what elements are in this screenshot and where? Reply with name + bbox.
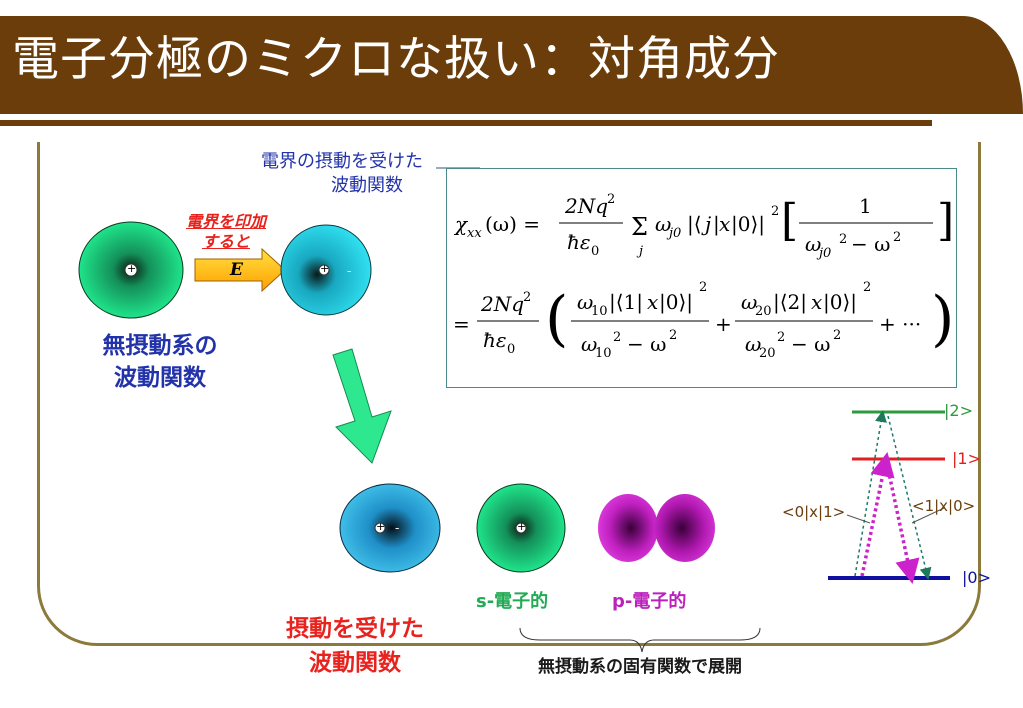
perturbed-wavefunction-label-top: 電界の摂動を受けた 波動関数 [261, 151, 423, 196]
svg-text:2: 2 [771, 204, 779, 219]
matrix-element-01: <0|x|1> [782, 503, 846, 521]
svg-text:+: + [715, 312, 732, 336]
charge-plus-2: + [320, 262, 330, 275]
charge-minus-1: - [347, 264, 352, 278]
svg-text:x: x [719, 212, 730, 236]
title-bar [0, 16, 1023, 114]
svg-text:χ: χ [453, 212, 469, 236]
svg-text:ω: ω [741, 290, 757, 314]
svg-text:Σ: Σ [631, 213, 648, 241]
level-1-label: |1> [952, 449, 981, 468]
svg-text:=: = [453, 312, 470, 336]
matrix-element-10: <1|x|0> [912, 497, 976, 515]
svg-text:|0⟩|: |0⟩| [823, 290, 857, 315]
svg-text:2Nq: 2Nq [564, 194, 608, 218]
svg-text:|⟨: |⟨ [687, 212, 702, 237]
svg-text:20: 20 [759, 346, 776, 361]
charge-minus-2: - [395, 521, 400, 535]
svg-text:(: ( [545, 284, 568, 354]
svg-text:): ) [931, 284, 954, 354]
content-frame [37, 142, 981, 646]
svg-text:2: 2 [607, 192, 615, 207]
svg-text:j0: j0 [816, 246, 831, 261]
svg-text:j: j [636, 244, 643, 259]
svg-text:ħε: ħε [567, 230, 591, 254]
field-arrow [194, 247, 286, 293]
svg-text:− ω: − ω [791, 332, 830, 356]
svg-text:2Nq: 2Nq [480, 292, 524, 316]
apply-field-label: 電界を印加 すると [185, 212, 266, 251]
svg-text:0: 0 [591, 244, 599, 259]
svg-text:20: 20 [755, 304, 772, 319]
svg-text:10: 10 [591, 304, 608, 319]
svg-text:ω: ω [745, 332, 761, 356]
svg-text:j: j [701, 212, 711, 236]
svg-text:|: | [713, 212, 720, 237]
charge-plus-3: + [376, 520, 386, 533]
equation-graphic: χ xx (ω) = 2Nq 2 ħε 0 Σ j ω j0 |⟨ j | x … [453, 192, 954, 361]
level-2-label: |2> [944, 401, 973, 420]
level-0-label: |0> [962, 568, 991, 587]
expansion-label: 無摂動系の固有関数で展開 [538, 657, 742, 677]
charge-plus-1: + [127, 262, 137, 275]
svg-text:2: 2 [523, 290, 531, 305]
charge-plus-4: + [517, 520, 527, 533]
svg-text:0: 0 [507, 342, 515, 357]
svg-text:|⟨1|: |⟨1| [609, 290, 643, 315]
p-like-label: p-電子的 [612, 591, 687, 612]
svg-text:2: 2 [613, 330, 621, 345]
perturbed-wavefunction-label-bottom: 摂動を受けた 波動関数 [286, 616, 424, 676]
svg-text:j0: j0 [666, 226, 681, 241]
svg-text:]: ] [937, 195, 954, 246]
p-orbital-lobe-right [655, 494, 715, 562]
svg-text:|⟨2|: |⟨2| [773, 290, 807, 315]
unperturbed-wavefunction-label: 無摂動系の 波動関数 [102, 333, 218, 391]
svg-text:ω: ω [805, 232, 821, 256]
perturbed-orbital-bottom [339, 483, 441, 573]
p-orbital-lobe-left [598, 494, 658, 562]
svg-text:2: 2 [863, 280, 871, 295]
svg-text:|0⟩|: |0⟩| [659, 290, 693, 315]
svg-text:2: 2 [777, 330, 785, 345]
svg-text:(ω) =: (ω) = [485, 212, 540, 236]
svg-text:2: 2 [893, 230, 901, 245]
process-arrow [332, 348, 392, 464]
svg-text:[: [ [781, 195, 798, 246]
svg-text:2: 2 [839, 232, 847, 247]
field-symbol: E [230, 260, 243, 280]
svg-text:ω: ω [577, 290, 593, 314]
svg-text:+ ···: + ··· [879, 312, 921, 336]
title-underline [0, 120, 932, 126]
svg-text:x: x [647, 290, 658, 314]
svg-text:ħε: ħε [483, 328, 507, 352]
s-like-label: s-電子的 [476, 591, 549, 612]
svg-text:1: 1 [859, 194, 872, 218]
svg-text:− ω: − ω [851, 232, 890, 256]
susceptibility-equation: χ xx (ω) = 2Nq 2 ħε 0 Σ j ω j0 |⟨ j | x … [446, 168, 957, 388]
svg-text:ω: ω [655, 212, 671, 236]
svg-text:xx: xx [467, 226, 482, 241]
svg-text:2: 2 [833, 328, 841, 343]
svg-text:ω: ω [581, 332, 597, 356]
svg-text:x: x [811, 290, 822, 314]
expansion-brace [519, 627, 761, 653]
page-title: 電子分極のミクロな扱い：対角成分 [12, 32, 780, 87]
svg-text:2: 2 [669, 328, 677, 343]
svg-text:|0⟩|: |0⟩| [731, 212, 765, 237]
svg-text:10: 10 [595, 346, 612, 361]
svg-text:− ω: − ω [627, 332, 666, 356]
svg-text:2: 2 [699, 280, 707, 295]
